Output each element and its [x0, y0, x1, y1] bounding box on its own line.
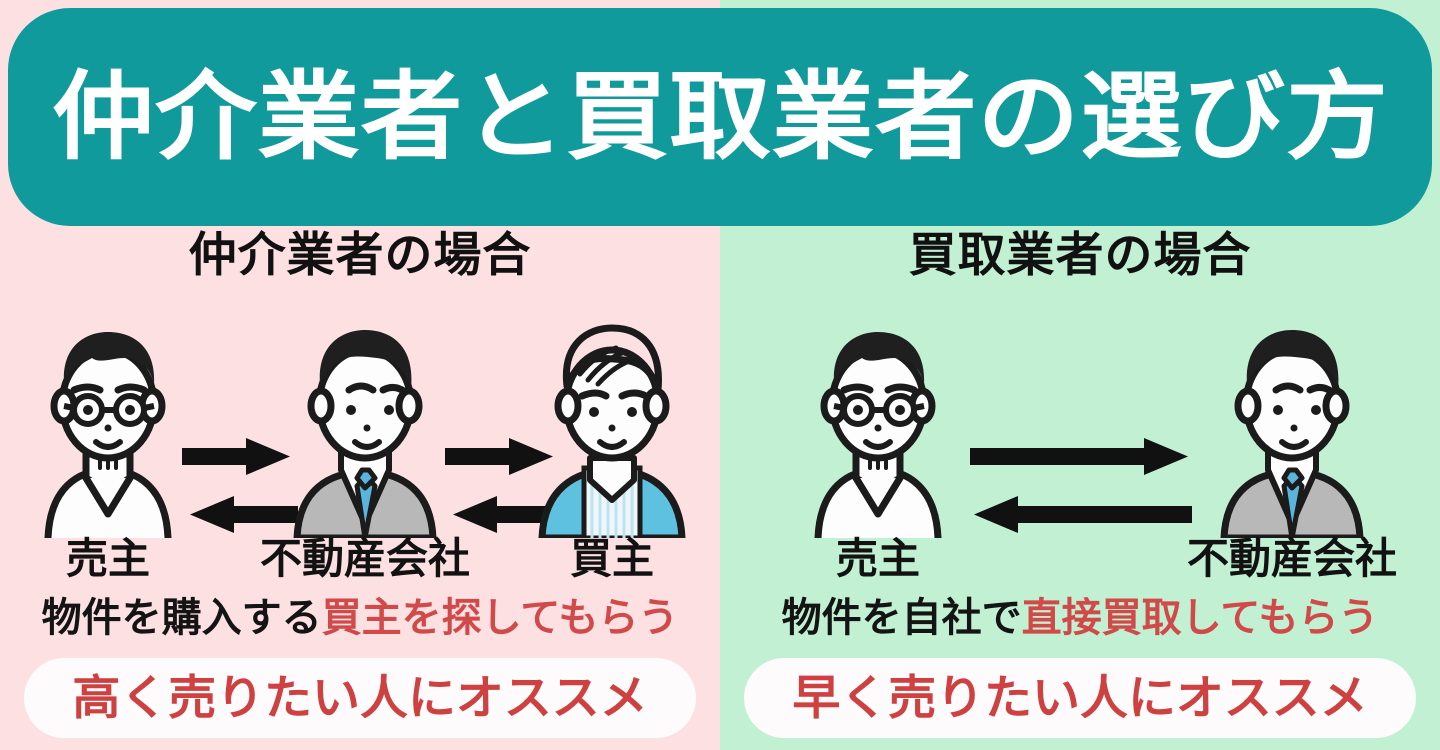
left-label-agent: 不動産会社 [259, 534, 470, 583]
right-role-labels: 売主 不動産会社 [720, 538, 1440, 590]
arrow-left-icon [190, 496, 298, 533]
arrow-right-icon [445, 438, 553, 475]
left-figures-row [0, 318, 720, 538]
page-title: 仲介業者と買取業者の選び方 [51, 61, 1389, 173]
agent-suit-avatar [1220, 330, 1364, 538]
header-banner: 仲介業者と買取業者の選び方 [8, 8, 1432, 226]
arrow-right-icon [182, 438, 290, 475]
seller-glasses-avatar [814, 332, 942, 538]
right-description-plain: 物件を自社で [781, 595, 1022, 641]
left-badge-text: 高く売りたい人にオススメ [72, 670, 648, 726]
right-arrows-seller-company [966, 436, 1196, 546]
right-figure-agent [1192, 318, 1392, 538]
left-description-highlight: 買主を探してもらう [321, 595, 679, 641]
left-arrows-seller-agent [180, 436, 300, 546]
left-arrows-agent-buyer [443, 436, 563, 546]
right-figures-row [720, 318, 1440, 538]
arrow-left-icon [974, 496, 1192, 533]
right-badge-text: 早く売りたい人にオススメ [792, 670, 1368, 726]
left-role-labels: 売主 不動産会社 買主 [0, 538, 720, 590]
right-description: 物件を自社で直接買取してもらう [720, 598, 1440, 638]
right-section-title: 買取業者の場合 [908, 228, 1252, 283]
right-description-highlight: 直接買取してもらう [1021, 595, 1379, 641]
left-section-title: 仲介業者の場合 [188, 228, 532, 283]
left-figure-agent [265, 318, 465, 538]
arrow-right-icon [970, 438, 1188, 475]
right-label-seller: 売主 [835, 534, 920, 583]
left-description: 物件を購入する買主を探してもらう [0, 598, 720, 638]
right-label-company: 不動産会社 [1186, 534, 1397, 583]
right-figure-seller [778, 318, 978, 538]
buyer-blue-jacket-avatar [538, 324, 686, 538]
right-column-direct-purchase: 買取業者の場合 [720, 226, 1440, 750]
seller-glasses-avatar [44, 332, 172, 538]
left-description-plain: 物件を購入する [41, 595, 322, 641]
left-column-brokerage: 仲介業者の場合 [0, 226, 720, 750]
left-label-seller: 売主 [65, 534, 150, 583]
agent-suit-avatar [293, 330, 437, 538]
right-recommendation-badge: 早く売りたい人にオススメ [744, 658, 1416, 738]
left-figure-buyer [512, 318, 712, 538]
left-figure-seller [8, 318, 208, 538]
left-recommendation-badge: 高く売りたい人にオススメ [24, 658, 696, 738]
left-label-buyer: 買主 [569, 534, 654, 583]
